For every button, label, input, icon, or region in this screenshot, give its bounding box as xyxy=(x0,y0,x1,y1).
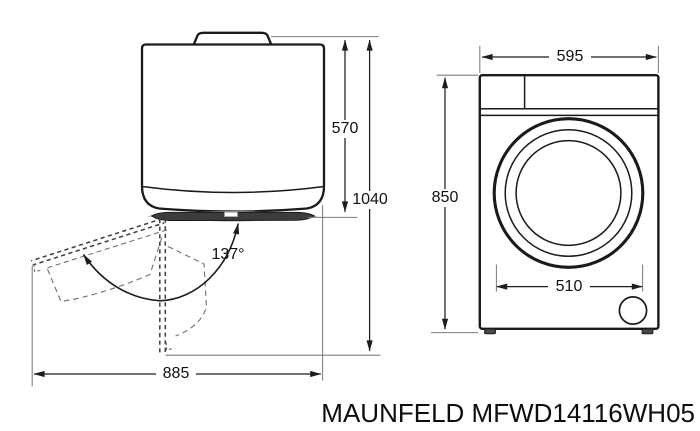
machine-body-outline xyxy=(140,43,326,213)
door-open-90-handle-mark xyxy=(165,341,175,351)
door-open-137-handle-mark xyxy=(33,263,43,273)
depth-dimension-label: 570 xyxy=(326,120,364,138)
right-foot xyxy=(641,328,654,335)
machine-front-outline xyxy=(478,73,660,331)
lid-handle xyxy=(192,31,273,45)
filter-hatch xyxy=(618,296,648,325)
side-view-extension-lines xyxy=(31,36,381,387)
side-view-drawing xyxy=(30,31,381,387)
model-title: MAUNFELD MFWD14116WH05 xyxy=(321,398,695,428)
door-open-90-dish xyxy=(167,246,208,337)
width-dimension-label: 595 xyxy=(549,48,591,66)
door-open-137-thickness xyxy=(45,229,168,269)
door-angle-label: 137° xyxy=(211,246,245,263)
open-depth-dimension-label: 1040 xyxy=(349,191,391,209)
left-foot xyxy=(484,328,496,335)
door-middle-ring xyxy=(504,128,633,258)
door-handle-notch xyxy=(224,211,238,217)
door-open-137-dish xyxy=(46,233,164,303)
door-glass-ring xyxy=(515,139,622,247)
door-open-137-outline xyxy=(30,217,165,266)
front-view-extension-lines xyxy=(431,45,659,334)
front-view-drawing xyxy=(431,45,660,335)
door-open-90-outline xyxy=(159,219,167,353)
door-outer-ring xyxy=(492,117,645,269)
door-diameter-dimension-label: 510 xyxy=(548,278,590,296)
door-swing-arc xyxy=(82,223,240,302)
front-panel-curve xyxy=(141,185,325,194)
height-dimension-label: 850 xyxy=(424,189,466,207)
clearance-dimension-label: 885 xyxy=(156,365,196,383)
